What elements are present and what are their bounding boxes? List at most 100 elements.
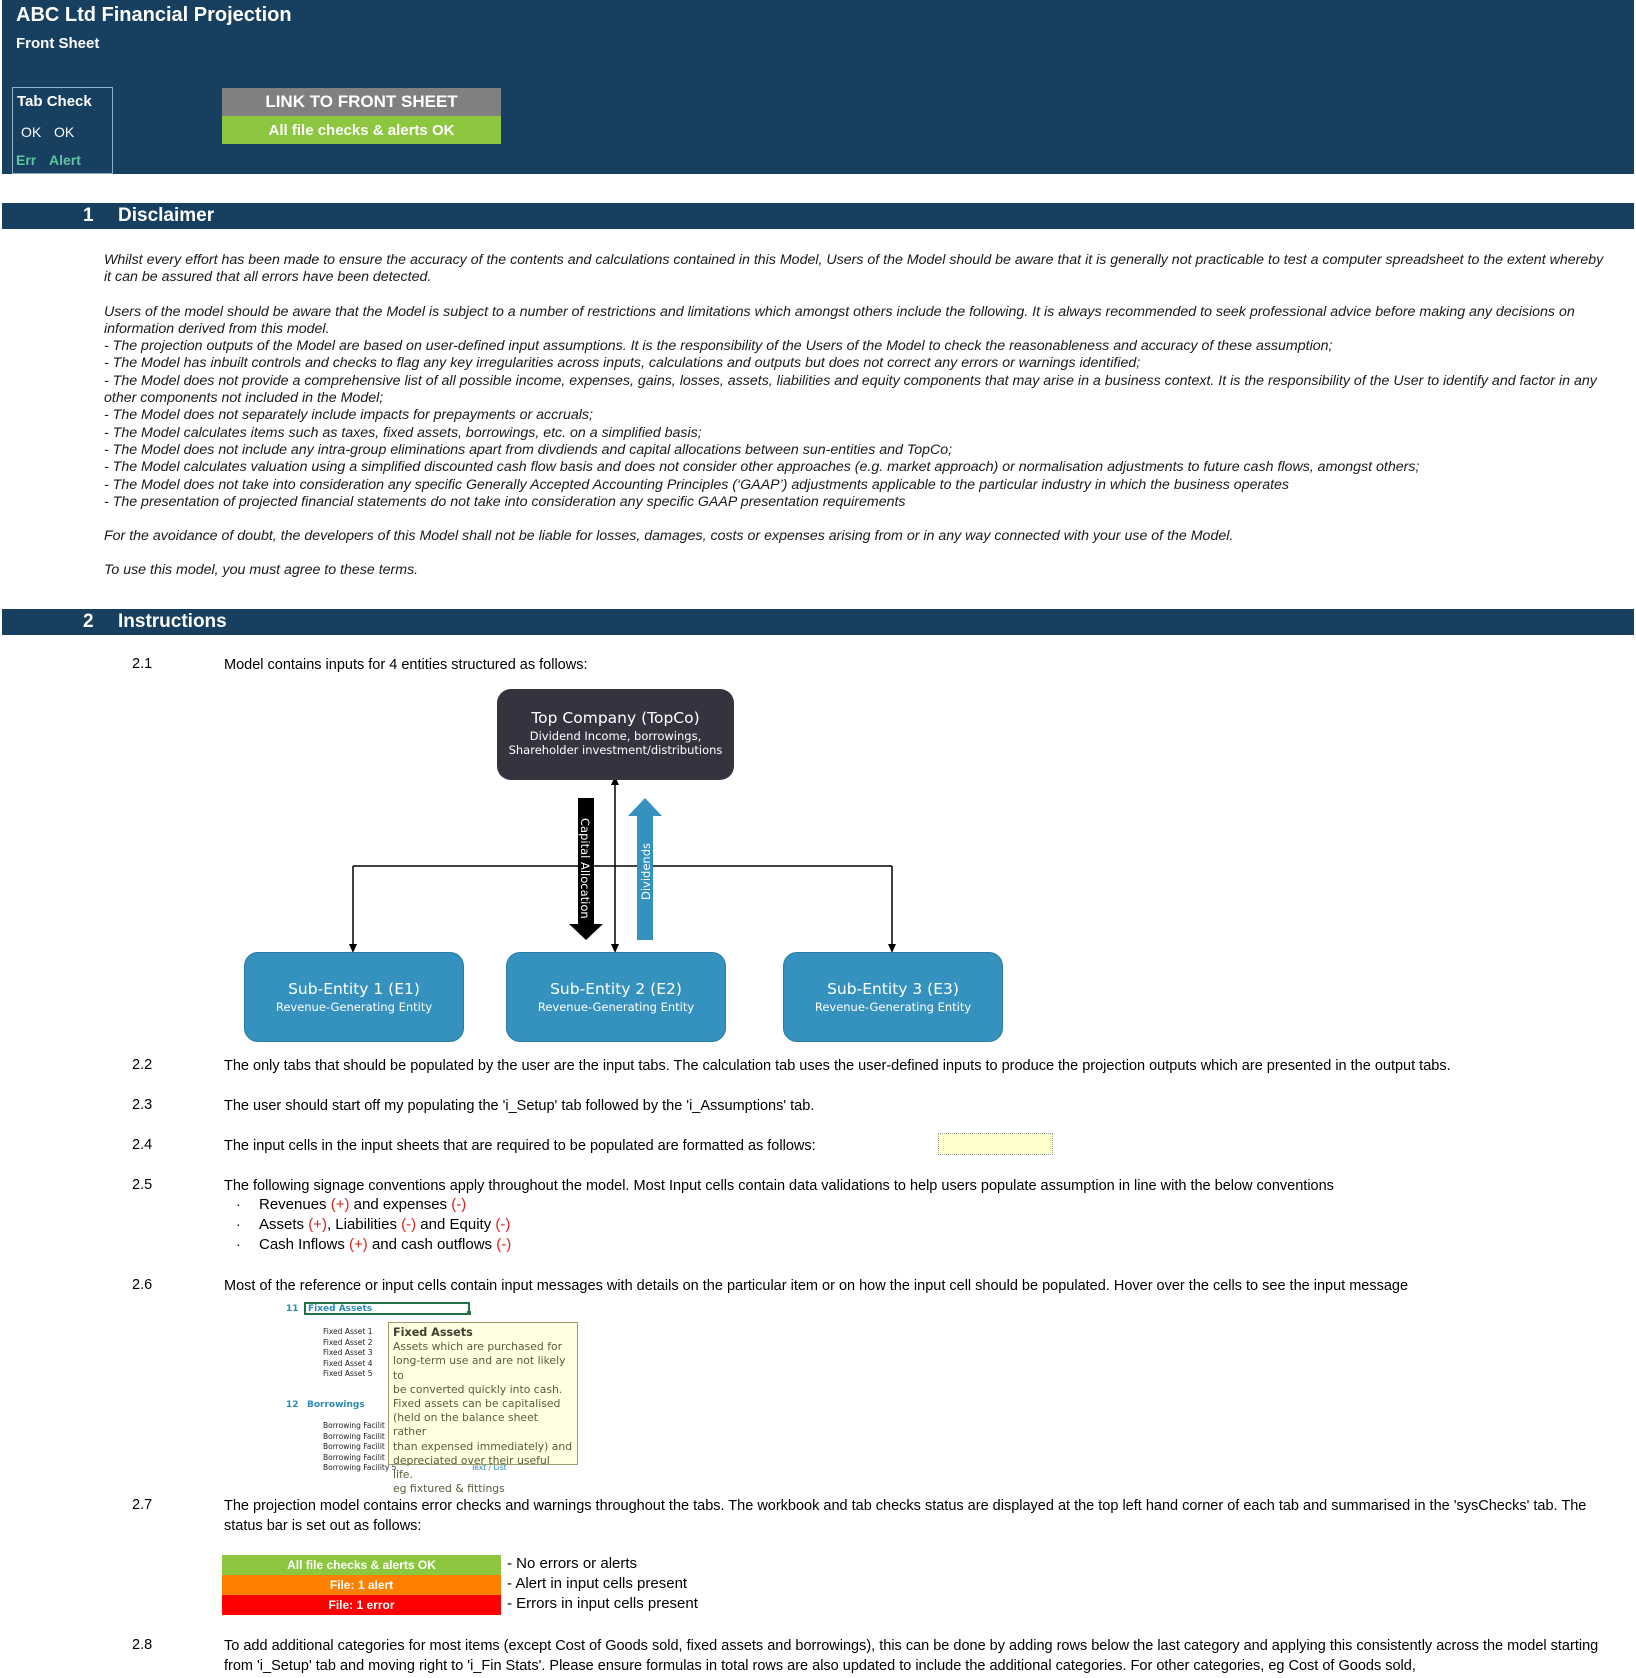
tab-check-alert: Alert xyxy=(49,152,81,168)
tab-check-ok-2: OK xyxy=(54,124,75,140)
topco-desc-1: Dividend Income, borrowings, xyxy=(529,729,702,743)
page-title: ABC Ltd Financial Projection xyxy=(16,4,292,26)
list-item: Fixed Asset 3 xyxy=(323,1348,373,1358)
page-subtitle: Front Sheet xyxy=(16,35,100,52)
sub-entity-1-sub: Revenue-Generating Entity xyxy=(275,1000,433,1014)
tab-check-ok-1: OK xyxy=(21,124,42,140)
section-instructions-header: 2 Instructions xyxy=(2,609,1634,635)
fixed-asset-list: Fixed Asset 1 Fixed Asset 2 Fixed Asset … xyxy=(323,1327,372,1380)
sub-entity-1-box: Sub-Entity 1 (E1) Revenue-Generating Ent… xyxy=(244,952,464,1042)
tooltip-line: Fixed assets can be capitalised xyxy=(393,1397,561,1411)
example-cell-label: Fixed Assets xyxy=(308,1304,373,1314)
disclaimer-paragraph: Whilst every effort has been made to ens… xyxy=(104,252,1604,286)
convention-text: and expenses xyxy=(349,1196,452,1213)
disclaimer-item: - The Model does not take into considera… xyxy=(104,476,1290,493)
instruction-text: The projection model contains error chec… xyxy=(224,1498,1587,1534)
input-message-tooltip: Fixed Assets Assets which are purchased … xyxy=(388,1322,578,1495)
convention-sign: (+) xyxy=(308,1216,327,1233)
instruction-text: Most of the reference or input cells con… xyxy=(224,1278,1409,1294)
disclaimer-item: - The presentation of projected financia… xyxy=(104,493,906,510)
convention-sign: (-) xyxy=(451,1196,467,1213)
section-disclaimer-header: 1 Disclaimer xyxy=(2,203,1634,229)
disclaimer-item: - The Model does not provide a comprehen… xyxy=(104,372,1597,407)
convention-sign: (-) xyxy=(496,1236,512,1253)
sub-entity-3-box: Sub-Entity 3 (E3) Revenue-Generating Ent… xyxy=(783,952,1003,1042)
bullet: · xyxy=(236,1236,241,1252)
disclaimer-item: - The projection outputs of the Model ar… xyxy=(104,338,1333,355)
section-number: 1 xyxy=(83,205,94,226)
convention-text: , Liabilities xyxy=(326,1216,402,1233)
convention-sign: (-) xyxy=(495,1216,511,1233)
convention-text: and cash outflows xyxy=(367,1236,497,1253)
status-error-sample: File: 1 error xyxy=(222,1595,501,1615)
list-item: Fixed Asset 1 xyxy=(323,1327,373,1336)
topco-title: Top Company (TopCo) xyxy=(531,709,700,727)
convention-text: and Equity xyxy=(416,1216,496,1233)
status-alert-desc: - Alert in input cells present xyxy=(507,1575,688,1592)
status-ok-desc: - No errors or alerts xyxy=(507,1555,638,1572)
convention-sign: (-) xyxy=(401,1216,417,1233)
list-item: Fixed Asset 2 xyxy=(323,1337,373,1347)
section-label: Disclaimer xyxy=(118,205,215,226)
instruction-number: 2.8 xyxy=(132,1637,153,1653)
arrowhead-down xyxy=(888,944,896,953)
instruction-number: 2.4 xyxy=(132,1137,153,1153)
example-section-number: 11 xyxy=(286,1304,299,1314)
tooltip-line: long-term use and are not likely to xyxy=(393,1354,566,1382)
sub-entity-3-sub: Revenue-Generating Entity xyxy=(814,1000,972,1014)
instruction-number: 2.2 xyxy=(132,1057,153,1073)
tooltip-title: Fixed Assets xyxy=(393,1326,473,1339)
signage-convention-3: Cash Inflows (+) and cash outflows (-) xyxy=(259,1236,511,1253)
signage-convention-1: Revenues (+) and expenses (-) xyxy=(259,1196,466,1213)
status-bar: All file checks & alerts OK xyxy=(222,116,501,144)
list-item: Fixed Asset 4 xyxy=(323,1358,373,1368)
tooltip-line: depreciated over their useful life. xyxy=(393,1453,550,1482)
status-alert-sample: File: 1 alert xyxy=(222,1575,501,1595)
disclaimer-paragraph: To use this model, you must agree to the… xyxy=(104,562,419,579)
sub-entity-1-title: Sub-Entity 1 (E1) xyxy=(288,980,420,998)
list-item: Borrowing Facility 5 xyxy=(323,1463,397,1473)
tooltip-line: Assets which are purchased for xyxy=(393,1340,563,1354)
bullet: · xyxy=(236,1216,241,1232)
tab-check-title: Tab Check xyxy=(17,93,92,110)
instruction-text: The input cells in the input sheets that… xyxy=(224,1138,816,1154)
fill-handle xyxy=(467,1311,471,1315)
topco-box: Top Company (TopCo) Dividend Income, bor… xyxy=(497,689,734,780)
instruction-number: 2.7 xyxy=(132,1497,153,1513)
example-section-label: Borrowings xyxy=(307,1400,365,1410)
input-cell-format-sample xyxy=(938,1133,1053,1155)
dividends-arrow: Dividends xyxy=(628,798,662,940)
tooltip-line: (held on the balance sheet rather xyxy=(393,1411,538,1439)
status-error-desc: - Errors in input cells present xyxy=(507,1595,698,1612)
instruction-number: 2.5 xyxy=(132,1177,153,1193)
disclaimer-item: - The Model does not include any intra-g… xyxy=(104,441,953,458)
example-selected-cell[interactable]: Fixed Assets xyxy=(304,1302,470,1315)
disclaimer-item: - The Model calculates valuation using a… xyxy=(104,459,1420,476)
borrowing-list: Borrowing Facilit Borrowing Facilit Borr… xyxy=(323,1421,396,1474)
disclaimer-item: - The Model does not separately include … xyxy=(104,407,593,424)
convention-text: Revenues xyxy=(259,1196,331,1213)
tooltip-line: than expensed immediately) and xyxy=(393,1439,573,1453)
text-list-label: Text / List xyxy=(471,1463,507,1472)
tab-check-box xyxy=(12,87,113,174)
link-to-front-sheet-button[interactable]: LINK TO FRONT SHEET xyxy=(222,88,501,116)
section-label: Instructions xyxy=(118,611,227,632)
disclaimer-paragraph: Users of the model should be aware that … xyxy=(104,303,1575,337)
convention-sign: (+) xyxy=(330,1196,350,1213)
topco-desc-2: Shareholder investment/distributions xyxy=(508,743,723,757)
tooltip-line: be converted quickly into cash. xyxy=(393,1382,563,1396)
arrowhead-down xyxy=(349,944,357,953)
signage-convention-2: Assets (+), Liabilities (-) and Equity (… xyxy=(259,1216,510,1233)
sub-entity-2-box: Sub-Entity 2 (E2) Revenue-Generating Ent… xyxy=(506,952,726,1042)
list-item: Borrowing Facilit xyxy=(323,1421,385,1430)
list-item: Fixed Asset 5 xyxy=(323,1369,373,1379)
instruction-number: 2.1 xyxy=(132,656,153,672)
instruction-text: The following signage conventions apply … xyxy=(224,1178,1334,1194)
disclaimer-text: Whilst every effort has been made to ens… xyxy=(104,252,1604,580)
disclaimer-item: - The Model calculates items such as tax… xyxy=(104,424,702,441)
convention-sign: (+) xyxy=(349,1236,368,1253)
disclaimer-paragraph: For the avoidance of doubt, the develope… xyxy=(104,528,1234,545)
sub-entity-2-title: Sub-Entity 2 (E2) xyxy=(550,980,682,998)
dividends-label: Dividends xyxy=(639,843,653,900)
entity-structure-diagram: Capital Allocation Dividends xyxy=(349,776,896,953)
